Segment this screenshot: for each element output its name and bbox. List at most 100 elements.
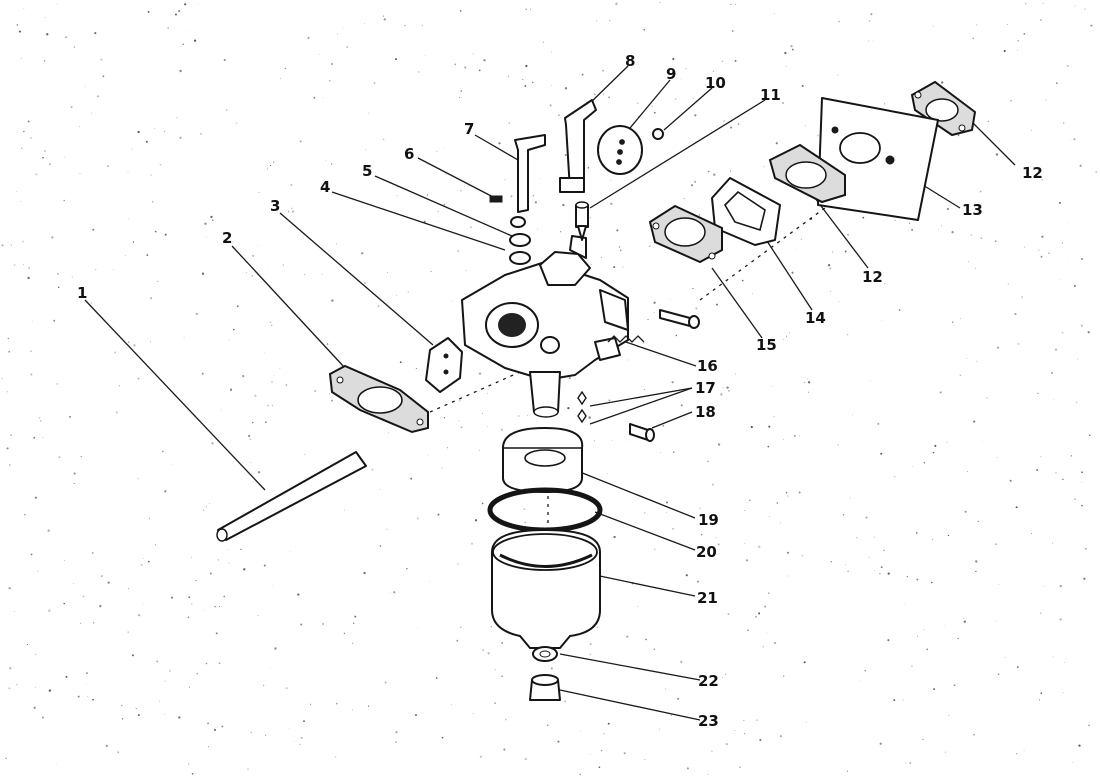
speckle-dot <box>1073 138 1076 141</box>
speckle-dot <box>744 733 746 735</box>
speckle-dot <box>662 424 665 427</box>
speckle-dot <box>9 151 11 153</box>
speckle-dot <box>975 560 978 563</box>
speckle-dot <box>322 97 324 99</box>
speckle-dot <box>416 628 418 629</box>
speckle-dot <box>937 195 939 197</box>
speckle-dot <box>97 95 100 98</box>
speckle-dot <box>718 7 720 9</box>
speckle-dot <box>801 84 804 87</box>
speckle-dot <box>299 140 302 143</box>
speckle-dot <box>384 681 387 684</box>
speckle-dot <box>898 309 901 311</box>
speckle-dot <box>5 757 7 760</box>
speckle-dot <box>30 373 33 376</box>
speckle-dot <box>589 217 592 219</box>
speckle-dot <box>190 556 192 558</box>
speckle-dot <box>156 660 159 663</box>
speckle-dot <box>568 377 571 380</box>
speckle-dot <box>945 751 947 753</box>
speckle-dot <box>299 743 301 746</box>
speckle-dot <box>904 602 906 604</box>
speckle-dot <box>1016 666 1019 669</box>
speckle-dot <box>91 552 94 554</box>
speckle-dot <box>712 70 715 73</box>
speckle-dot <box>204 222 207 225</box>
speckle-dot <box>8 587 11 590</box>
speckle-dot <box>430 270 432 273</box>
speckle-dot <box>148 560 150 563</box>
speckle-dot <box>1059 618 1062 621</box>
speckle-dot <box>601 660 602 662</box>
speckle-dot <box>415 714 417 716</box>
speckle-dot <box>564 153 567 157</box>
speckle-dot <box>38 416 41 419</box>
speckle-dot <box>16 191 18 193</box>
speckle-dot <box>996 457 998 459</box>
speckle-dot <box>284 67 286 70</box>
speckle-dot <box>293 740 295 742</box>
part-shaft <box>216 451 367 542</box>
speckle-dot <box>973 420 976 423</box>
speckle-dot <box>1054 348 1058 351</box>
speckle-dot <box>379 545 382 547</box>
speckle-dot <box>698 214 701 216</box>
speckle-dot <box>932 451 935 454</box>
speckle-dot <box>254 394 257 397</box>
speckle-dot <box>975 570 977 573</box>
speckle-dot <box>1017 39 1020 42</box>
leader-6 <box>417 157 496 199</box>
speckle-dot <box>959 374 962 377</box>
speckle-dot <box>952 321 954 323</box>
speckle-dot <box>127 341 130 343</box>
leader-10 <box>663 87 713 131</box>
speckle-dot <box>223 58 226 62</box>
speckle-dot <box>1058 279 1060 281</box>
speckle-dot <box>205 662 208 665</box>
speckle-dot <box>976 24 978 26</box>
speckle-dot <box>48 689 52 692</box>
speckle-dot <box>671 715 672 716</box>
speckle-dot <box>691 184 694 187</box>
speckle-dot <box>666 501 668 504</box>
speckle-dot <box>966 358 968 359</box>
speckle-dot <box>770 386 772 387</box>
speckle-dot <box>645 638 647 641</box>
speckle-dot <box>715 303 718 306</box>
speckle-dot <box>132 241 135 243</box>
speckle-dot <box>326 343 329 345</box>
speckle-dot <box>193 39 197 42</box>
speckle-dot <box>602 93 604 95</box>
speckle-dot <box>722 387 724 389</box>
speckle-dot <box>1007 283 1009 285</box>
speckle-dot <box>437 221 439 222</box>
speckle-dot <box>908 222 911 224</box>
speckle-dot <box>494 669 496 671</box>
speckle-dot <box>596 626 599 629</box>
speckle-dot <box>589 753 591 755</box>
speckle-dot <box>1062 692 1064 694</box>
speckle-dot <box>184 3 187 6</box>
speckle-dot <box>421 24 423 26</box>
callout-19: 19 <box>698 511 719 529</box>
speckle-dot <box>994 240 997 242</box>
speckle-dot <box>643 512 646 514</box>
speckle-dot <box>229 388 233 391</box>
speckle-dot <box>388 432 390 433</box>
speckle-dot <box>553 741 555 743</box>
speckle-dot <box>107 581 110 584</box>
speckle-dot <box>56 763 57 765</box>
speckle-dot <box>266 268 268 270</box>
speckle-dot <box>887 572 890 575</box>
speckle-dot <box>91 112 92 114</box>
speckle-dot <box>143 604 145 606</box>
callout-23: 23 <box>698 712 719 730</box>
speckle-dot <box>357 366 359 368</box>
speckle-dot <box>1052 655 1054 657</box>
speckle-dot <box>1004 656 1006 658</box>
speckle-dot <box>972 37 975 40</box>
speckle-dot <box>135 707 137 710</box>
speckle-dot <box>947 534 950 537</box>
speckle-dot <box>441 467 443 469</box>
speckle-dot <box>324 773 326 775</box>
